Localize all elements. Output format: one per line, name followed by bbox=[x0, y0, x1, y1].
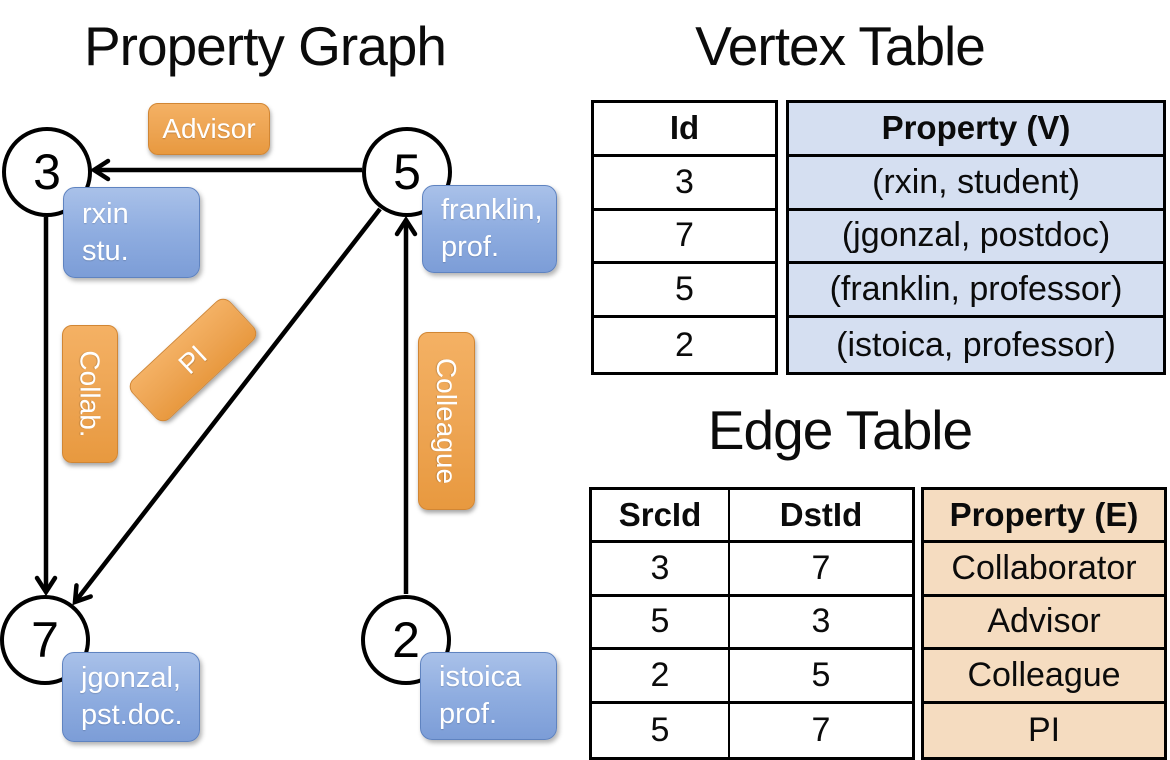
vertex-property-box-franklin: franklin, prof. bbox=[422, 185, 557, 273]
vertex-box-line: istoica bbox=[439, 661, 522, 693]
edge-table-title: Edge Table bbox=[707, 399, 973, 461]
table-cell: PI bbox=[924, 703, 1164, 757]
node-id-label: 2 bbox=[392, 612, 420, 668]
vertex-box-line: jgonzal, bbox=[81, 662, 181, 694]
graph-node-5: 5 bbox=[362, 127, 452, 217]
property-graph-title: Property Graph bbox=[83, 15, 447, 77]
vertex-box-line: prof. bbox=[441, 231, 500, 263]
table-cell: (franklin, professor) bbox=[789, 264, 1163, 319]
vertex-property-box-rxin: rxin stu. bbox=[63, 187, 200, 278]
vertex-box-line: stu. bbox=[82, 234, 129, 267]
vertex-property-box-jgonzal: jgonzal, pst.doc. bbox=[62, 652, 200, 742]
edge-table-property-column: Property (E) Collaborator Advisor Collea… bbox=[921, 487, 1167, 760]
vertex-box-line: rxin bbox=[82, 197, 129, 230]
graph-node-2: 2 bbox=[361, 595, 451, 685]
table-header-cell: DstId bbox=[728, 490, 912, 544]
edge-label-text: Collab. bbox=[75, 350, 107, 438]
vertex-box-line: pst.doc. bbox=[81, 699, 183, 731]
table-cell: (jgonzal, postdoc) bbox=[789, 210, 1163, 265]
table-cell: 2 bbox=[675, 325, 694, 364]
table-cell: 3 bbox=[594, 157, 775, 211]
edge-label-text: Advisor bbox=[162, 113, 256, 144]
table-cell: 7 bbox=[728, 543, 912, 597]
table-cell: Collaborator bbox=[924, 543, 1164, 597]
table-cell: 3 bbox=[592, 543, 728, 597]
edge-label-text: PI bbox=[172, 339, 213, 380]
edge-label-collab: Collab. bbox=[62, 325, 118, 463]
table-cell: 7 bbox=[594, 211, 775, 265]
table-cell: 7 bbox=[728, 703, 912, 757]
vertex-property-box-istoica: istoica prof. bbox=[420, 652, 557, 740]
vertex-box-line: franklin, bbox=[441, 194, 543, 226]
node-id-label: 7 bbox=[31, 612, 59, 668]
edge-table-src-dst-columns: SrcId DstId 3 7 5 3 2 5 5 7 bbox=[589, 487, 915, 760]
table-cell: Advisor bbox=[924, 596, 1164, 651]
table-cell: 2 bbox=[592, 650, 728, 704]
edge-pi-5-to-7 bbox=[72, 207, 382, 606]
table-cell: (istoica, professor) bbox=[789, 318, 1163, 372]
node-id-label: 5 bbox=[393, 144, 421, 200]
table-header-cell: Property (V) bbox=[789, 103, 1163, 157]
vertex-table-title: Vertex Table bbox=[695, 15, 986, 77]
table-cell: 5 bbox=[592, 597, 728, 651]
table-cell: 3 bbox=[728, 596, 912, 651]
edge-label-advisor: Advisor bbox=[148, 103, 270, 155]
graph-edges bbox=[34, 158, 418, 606]
edge-label-text: Colleague bbox=[431, 357, 463, 485]
table-cell: Colleague bbox=[924, 650, 1164, 704]
vertex-box-line: prof. bbox=[439, 698, 498, 730]
table-header-cell: SrcId bbox=[592, 490, 728, 544]
vertex-table-id-column: Id 3 7 5 2 bbox=[591, 100, 778, 375]
table-cell: (rxin, student) bbox=[789, 156, 1163, 211]
edge-label-colleague: Colleague bbox=[418, 332, 475, 510]
table-cell: 5 bbox=[650, 710, 670, 749]
vertex-table-property-column: Property (V) (rxin, student) (jgonzal, p… bbox=[786, 100, 1166, 375]
table-header-cell: Property (E) bbox=[924, 490, 1164, 544]
table-cell: 5 bbox=[594, 264, 775, 319]
table-cell: 5 bbox=[728, 650, 912, 704]
node-id-label: 3 bbox=[33, 144, 61, 200]
table-header-cell: Id bbox=[594, 103, 775, 157]
